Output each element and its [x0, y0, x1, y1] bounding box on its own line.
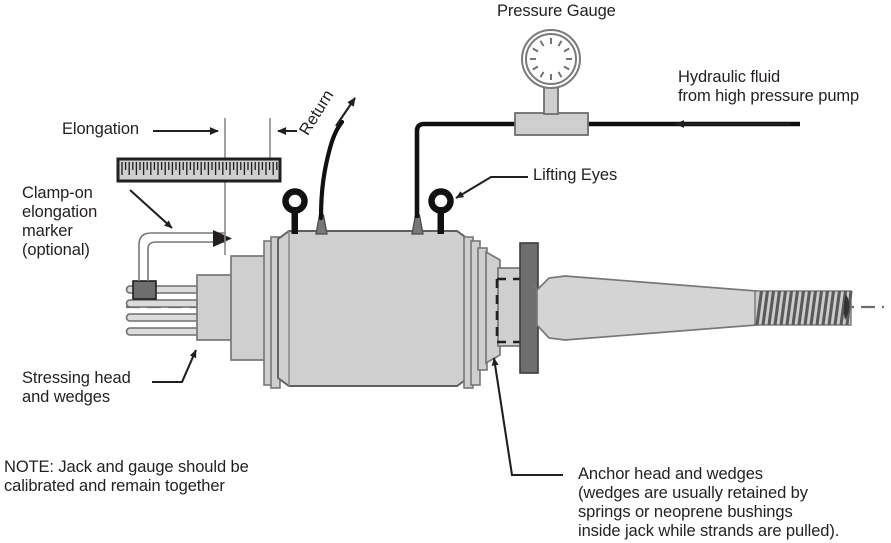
label-hydraulic-fluid-line1: Hydraulic fluid — [678, 68, 781, 86]
tapered-tendon-duct — [531, 275, 758, 341]
label-lifting-eyes: Lifting Eyes — [533, 166, 618, 184]
rod-tip — [843, 294, 850, 320]
elongation-dimension — [153, 118, 297, 255]
stressing-head-and-wedges — [196, 274, 237, 341]
label-note-line2: calibrated and remain together — [4, 477, 225, 495]
label-clamp-marker-line4: (optional) — [22, 241, 90, 259]
return-hose — [318, 119, 345, 221]
clamp-marker-arrow-head — [213, 230, 232, 247]
clamp-on-marker-block — [132, 280, 157, 300]
label-note-line1: NOTE: Jack and gauge should be — [4, 458, 249, 476]
lifting-eyes-leader — [455, 175, 528, 199]
threaded-rod-coil — [754, 290, 853, 326]
label-anchor-head-line1: Anchor head and wedges — [578, 465, 763, 483]
label-stressing-head-line1: Stressing head — [22, 369, 131, 387]
label-pressure-gauge: Pressure Gauge — [497, 2, 616, 20]
label-anchor-head-line4: inside jack while strands are pulled). — [578, 522, 840, 540]
jack-right-flange-rings — [463, 236, 488, 389]
clamp-marker-leader — [129, 189, 173, 229]
hose-port-return — [315, 214, 328, 235]
label-stressing-head-line2: and wedges — [22, 388, 110, 406]
label-anchor-head-line3: springs or neoprene bushings — [578, 503, 793, 521]
label-clamp-marker-line1: Clamp-on — [22, 184, 93, 202]
lifting-eye-right — [428, 188, 454, 234]
return-flow-arrow — [335, 97, 356, 127]
jack-main-cylinder — [277, 230, 469, 387]
label-clamp-marker-line3: marker — [22, 222, 73, 240]
bearing-plate — [519, 242, 539, 374]
anchor-head-hidden-outline — [495, 277, 529, 344]
lifting-eye-left — [282, 188, 308, 234]
pressure-gauge-dial — [521, 29, 581, 89]
label-elongation: Elongation — [62, 120, 139, 138]
stressing-head-leader — [152, 349, 197, 384]
label-anchor-head-line2: (wedges are usually retained by — [578, 484, 808, 502]
label-clamp-marker-line2: elongation — [22, 203, 98, 221]
pressure-hose — [414, 121, 517, 218]
hose-port-pressure — [411, 214, 424, 235]
label-hydraulic-fluid-line2: from high pressure pump — [678, 87, 860, 105]
measuring-scale — [116, 157, 282, 183]
clamp-on-marker-tube — [138, 232, 226, 281]
anchor-head-leader — [491, 357, 563, 477]
